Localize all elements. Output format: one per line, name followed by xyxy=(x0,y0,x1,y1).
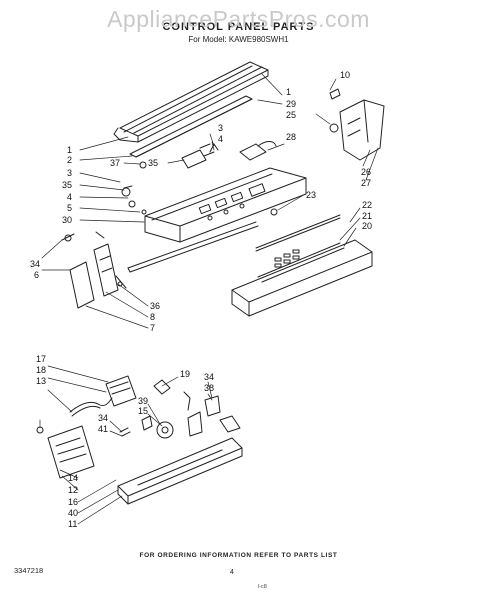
callout-label: 2 xyxy=(67,155,72,165)
side-plate xyxy=(36,425,95,479)
callout-label: 16 xyxy=(68,497,78,507)
callout-label: 26 xyxy=(361,167,371,177)
leader-lines-bottom xyxy=(39,365,213,525)
callout-label: 10 xyxy=(340,70,350,80)
callout-label: 23 xyxy=(306,190,316,200)
leader-lines-top xyxy=(41,73,379,329)
callout-label: 34 xyxy=(98,413,108,423)
display-console xyxy=(231,214,373,317)
callout-label: 28 xyxy=(286,132,296,142)
callout-label: 17 xyxy=(36,354,46,364)
document-number: 3347218 xyxy=(14,566,44,575)
callout-label: 36 xyxy=(150,301,160,311)
callout-label: 27 xyxy=(361,178,371,188)
callout-numbers: 1 2 3 35 4 5 30 37 35 3 4 10 1 29 25 28 … xyxy=(30,70,372,529)
end-cap xyxy=(61,231,127,309)
wire-harness xyxy=(69,397,113,417)
callout-label: 30 xyxy=(62,215,72,225)
model-subtitle: For Model: KAWE980SWH1 xyxy=(188,35,289,44)
callout-label: 3 xyxy=(218,123,223,133)
callout-label: 18 xyxy=(36,365,46,375)
callout-label: 25 xyxy=(286,110,296,120)
callout-label: 15 xyxy=(138,406,148,416)
callout-label: 1 xyxy=(67,145,72,155)
callout-label: 14 xyxy=(68,473,78,483)
callout-label: 22 xyxy=(362,200,372,210)
callout-label: 8 xyxy=(150,312,155,322)
callout-label: 5 xyxy=(67,203,72,213)
callout-label: 19 xyxy=(180,369,190,379)
watermark: AppliancePartsPros.com xyxy=(107,6,370,32)
circuit-board xyxy=(105,375,137,407)
callout-label: 20 xyxy=(362,221,372,231)
control-panel-body xyxy=(127,167,307,273)
hinge-bracket xyxy=(329,88,385,161)
spacer-strip xyxy=(129,95,253,158)
callout-label: 35 xyxy=(148,158,158,168)
callout-label: 29 xyxy=(286,99,296,109)
callout-label: 35 xyxy=(62,180,72,190)
callout-label: 40 xyxy=(68,508,78,518)
callout-label: 37 xyxy=(110,158,120,168)
ordering-info-note: FOR ORDERING INFORMATION REFER TO PARTS … xyxy=(139,552,338,559)
callout-label: 12 xyxy=(68,485,78,495)
callout-label: 11 xyxy=(68,519,77,529)
callout-label: 13 xyxy=(36,376,46,386)
callout-label: 3 xyxy=(67,168,72,178)
callout-label: 41 xyxy=(98,424,108,434)
callout-label: 21 xyxy=(362,211,372,221)
callout-label: 4 xyxy=(67,192,72,202)
callout-label: 7 xyxy=(150,323,155,333)
bottom-housing xyxy=(117,379,243,505)
callout-label: 34 xyxy=(30,259,40,269)
page-number: 4 xyxy=(230,569,234,576)
print-stamp: l-c8 xyxy=(258,584,267,590)
callout-label: 39 xyxy=(138,396,148,406)
diagram-title: CONTROL PANEL PARTS xyxy=(162,21,315,33)
callout-label: 38 xyxy=(204,383,214,393)
callout-label: 34 xyxy=(204,372,214,382)
switch-parts xyxy=(121,141,278,216)
callout-label: 4 xyxy=(218,134,223,144)
top-trim-rail xyxy=(113,61,269,143)
callout-label: 1 xyxy=(286,87,291,97)
callout-label: 6 xyxy=(34,270,39,280)
